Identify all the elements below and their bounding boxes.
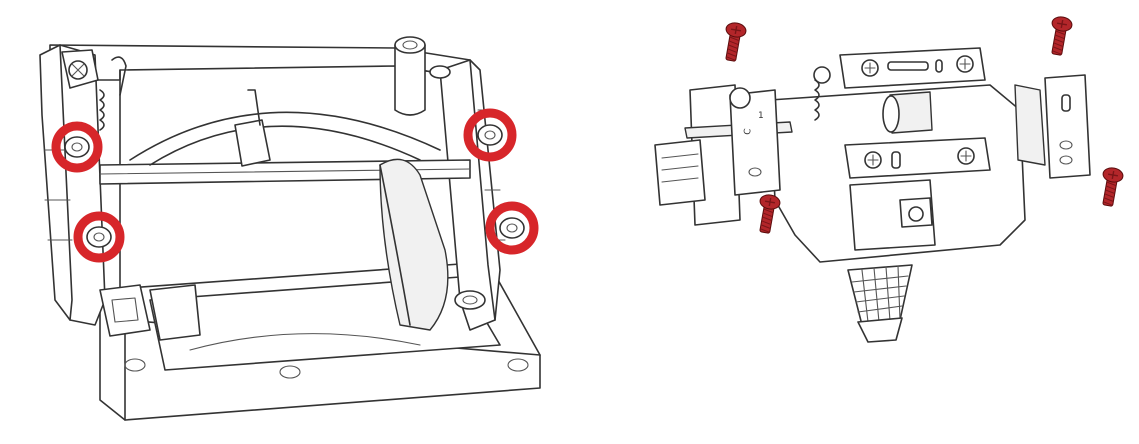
screw-thread [727, 48, 738, 53]
latch [234, 119, 271, 167]
screw-thread [1103, 201, 1113, 206]
screw-thread [1103, 197, 1114, 202]
screw-bottom-right [1102, 167, 1124, 207]
screw-thread [761, 220, 772, 225]
side-bracket [1014, 74, 1091, 179]
screw-thread [1104, 193, 1115, 198]
screw-thread [728, 40, 739, 46]
screw-top-right [1051, 16, 1073, 56]
screw-thread [1052, 50, 1062, 55]
part-mark-1: 1 [758, 111, 764, 121]
connector-board: C 1 [654, 84, 793, 226]
lens-barrel [379, 158, 449, 331]
screw-thread [726, 52, 737, 57]
screw-slot [1056, 19, 1068, 29]
screw-thread [1052, 46, 1063, 51]
part-mark-c: C [743, 128, 754, 135]
screw-slot [1107, 170, 1119, 180]
screw-hole-top-left [51, 121, 103, 173]
spring-clip [61, 49, 127, 131]
screw-thread [1105, 185, 1116, 191]
screw-thread [728, 44, 738, 50]
screw-thread [1054, 34, 1065, 40]
screw-hole-bottom-right [485, 201, 539, 255]
focus-knob [847, 264, 913, 343]
screw-thread [760, 228, 770, 233]
screw-thread [763, 208, 774, 214]
screw-thread [729, 36, 740, 42]
screw-thread [1053, 42, 1064, 47]
middle-bracket [844, 137, 991, 179]
screw-thread [1106, 181, 1117, 187]
screw-thread [760, 224, 771, 229]
housing-drawing [39, 36, 541, 421]
screw-thread [1054, 38, 1064, 44]
screw-bottom-left [759, 194, 781, 234]
screw-thread [1105, 189, 1115, 195]
module-drawing: C 1 [654, 16, 1124, 343]
screw-thread [726, 56, 736, 61]
screw-hole-top-right [463, 108, 517, 162]
screw-top-left [725, 22, 747, 62]
screw-slot [730, 25, 742, 35]
screw-thread [762, 216, 772, 222]
screw-thread [1055, 30, 1066, 36]
lower-housing [849, 179, 936, 251]
screw-hole-bottom-left [73, 211, 125, 263]
housing-view [0, 0, 560, 444]
module-view: C 1 [600, 0, 1139, 444]
screw-slot [764, 197, 776, 207]
screw-thread [762, 212, 773, 218]
